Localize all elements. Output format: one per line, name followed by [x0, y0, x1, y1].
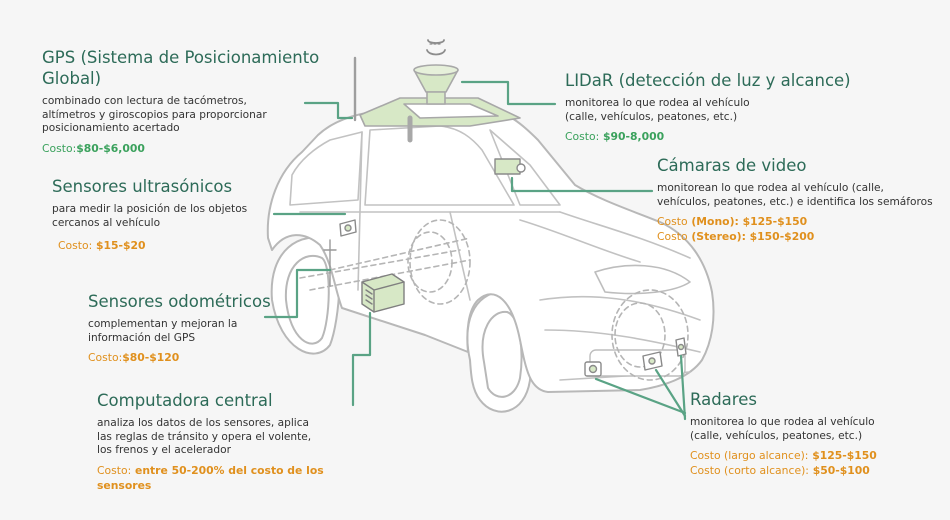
- connector-lines: [263, 80, 687, 421]
- cameras-block: Cámaras de video monitorean lo que rodea…: [657, 155, 942, 244]
- ultrasonic-cost-value: $15-$20: [96, 239, 146, 253]
- computer-title: Computadora central: [97, 391, 273, 410]
- headlight: [594, 264, 691, 295]
- odometric-cost-label: Costo:: [88, 351, 123, 365]
- computer-cost-label: Costo:: [97, 463, 132, 477]
- central-computer: [361, 273, 405, 313]
- gps-cost-label: Costo:: [42, 141, 77, 155]
- radar-title: Radares: [690, 390, 757, 409]
- odometric-block: Sensores odométricos complementan y mejo…: [88, 291, 278, 365]
- gps-cost: Costo:$80-$6,000: [42, 141, 332, 156]
- lidar-cost: Costo: $90-8,000: [565, 129, 865, 144]
- radar-cost-short-range: Costo (corto alcance): $50-$100: [690, 464, 870, 478]
- cameras-cost-stereo: Costo (Stereo): $150-$200: [657, 230, 815, 244]
- ultrasonic-description: para medir la posición de los objetos ce…: [52, 203, 248, 229]
- ultrasonic-block: Sensores ultrasónicos para medir la posi…: [52, 176, 272, 253]
- gps-block: GPS (Sistema de Posicionamiento Global) …: [42, 47, 332, 156]
- odometric-cost-value: $80-$120: [122, 351, 180, 365]
- ultrasonic-title: Sensores ultrasónicos: [52, 177, 233, 196]
- lidar-cost-value: $90-8,000: [603, 130, 665, 144]
- computer-cost-value: entre 50-200% del costo de los sensores: [97, 463, 324, 492]
- ultrasonic-cost-label: Costo:: [58, 239, 93, 253]
- lidar-cost-label: Costo:: [565, 130, 600, 144]
- cameras-cost-mono: Costo (Mono): $125-$150: [657, 215, 808, 229]
- odometric-description: complementan y mejoran la información de…: [88, 318, 238, 344]
- computer-block: Computadora central analiza los datos de…: [97, 390, 367, 493]
- radar-block: Radares monitorea lo que rodea al vehícu…: [690, 389, 940, 478]
- computer-description: analiza los datos de los sensores, aplic…: [97, 417, 312, 457]
- ultrasonic-cost: Costo: $15-$20: [58, 238, 272, 253]
- gps-description: combinado con lectura de tacómetros, alt…: [42, 95, 267, 135]
- cameras-title: Cámaras de video: [657, 156, 807, 175]
- roof-rack: [359, 97, 521, 143]
- computer-cost: Costo: entre 50-200% del costo de los se…: [97, 463, 367, 493]
- odometric-cost: Costo:$80-$120: [88, 350, 278, 365]
- radar-units: [584, 337, 687, 377]
- ultrasonic-sensor: [323, 219, 357, 287]
- lidar-unit: [413, 39, 459, 105]
- gps-cost-value: $80-$6,000: [76, 141, 145, 155]
- radar-cost-long-range: Costo (largo alcance): $125-$150: [690, 449, 877, 463]
- grille: [589, 349, 686, 377]
- lidar-description: monitorea lo que rodea al vehículo (call…: [565, 97, 750, 123]
- gps-title: GPS (Sistema de Posicionamiento Global): [42, 48, 320, 88]
- radar-costs: Costo (largo alcance): $125-$150 Costo (…: [690, 448, 940, 478]
- lidar-title: LIDaR (detección de luz y alcance): [565, 71, 851, 90]
- video-camera: [494, 158, 526, 175]
- odometric-title: Sensores odométricos: [88, 292, 271, 311]
- radar-description: monitorea lo que rodea al vehículo (call…: [690, 416, 875, 442]
- cameras-description: monitorean lo que rodea al vehículo (cal…: [657, 182, 933, 208]
- cameras-costs: Costo (Mono): $125-$150 Costo (Stereo): …: [657, 214, 942, 244]
- sensor-coverage-ellipses: [299, 219, 689, 381]
- lidar-block: LIDaR (detección de luz y alcance) monit…: [565, 70, 865, 144]
